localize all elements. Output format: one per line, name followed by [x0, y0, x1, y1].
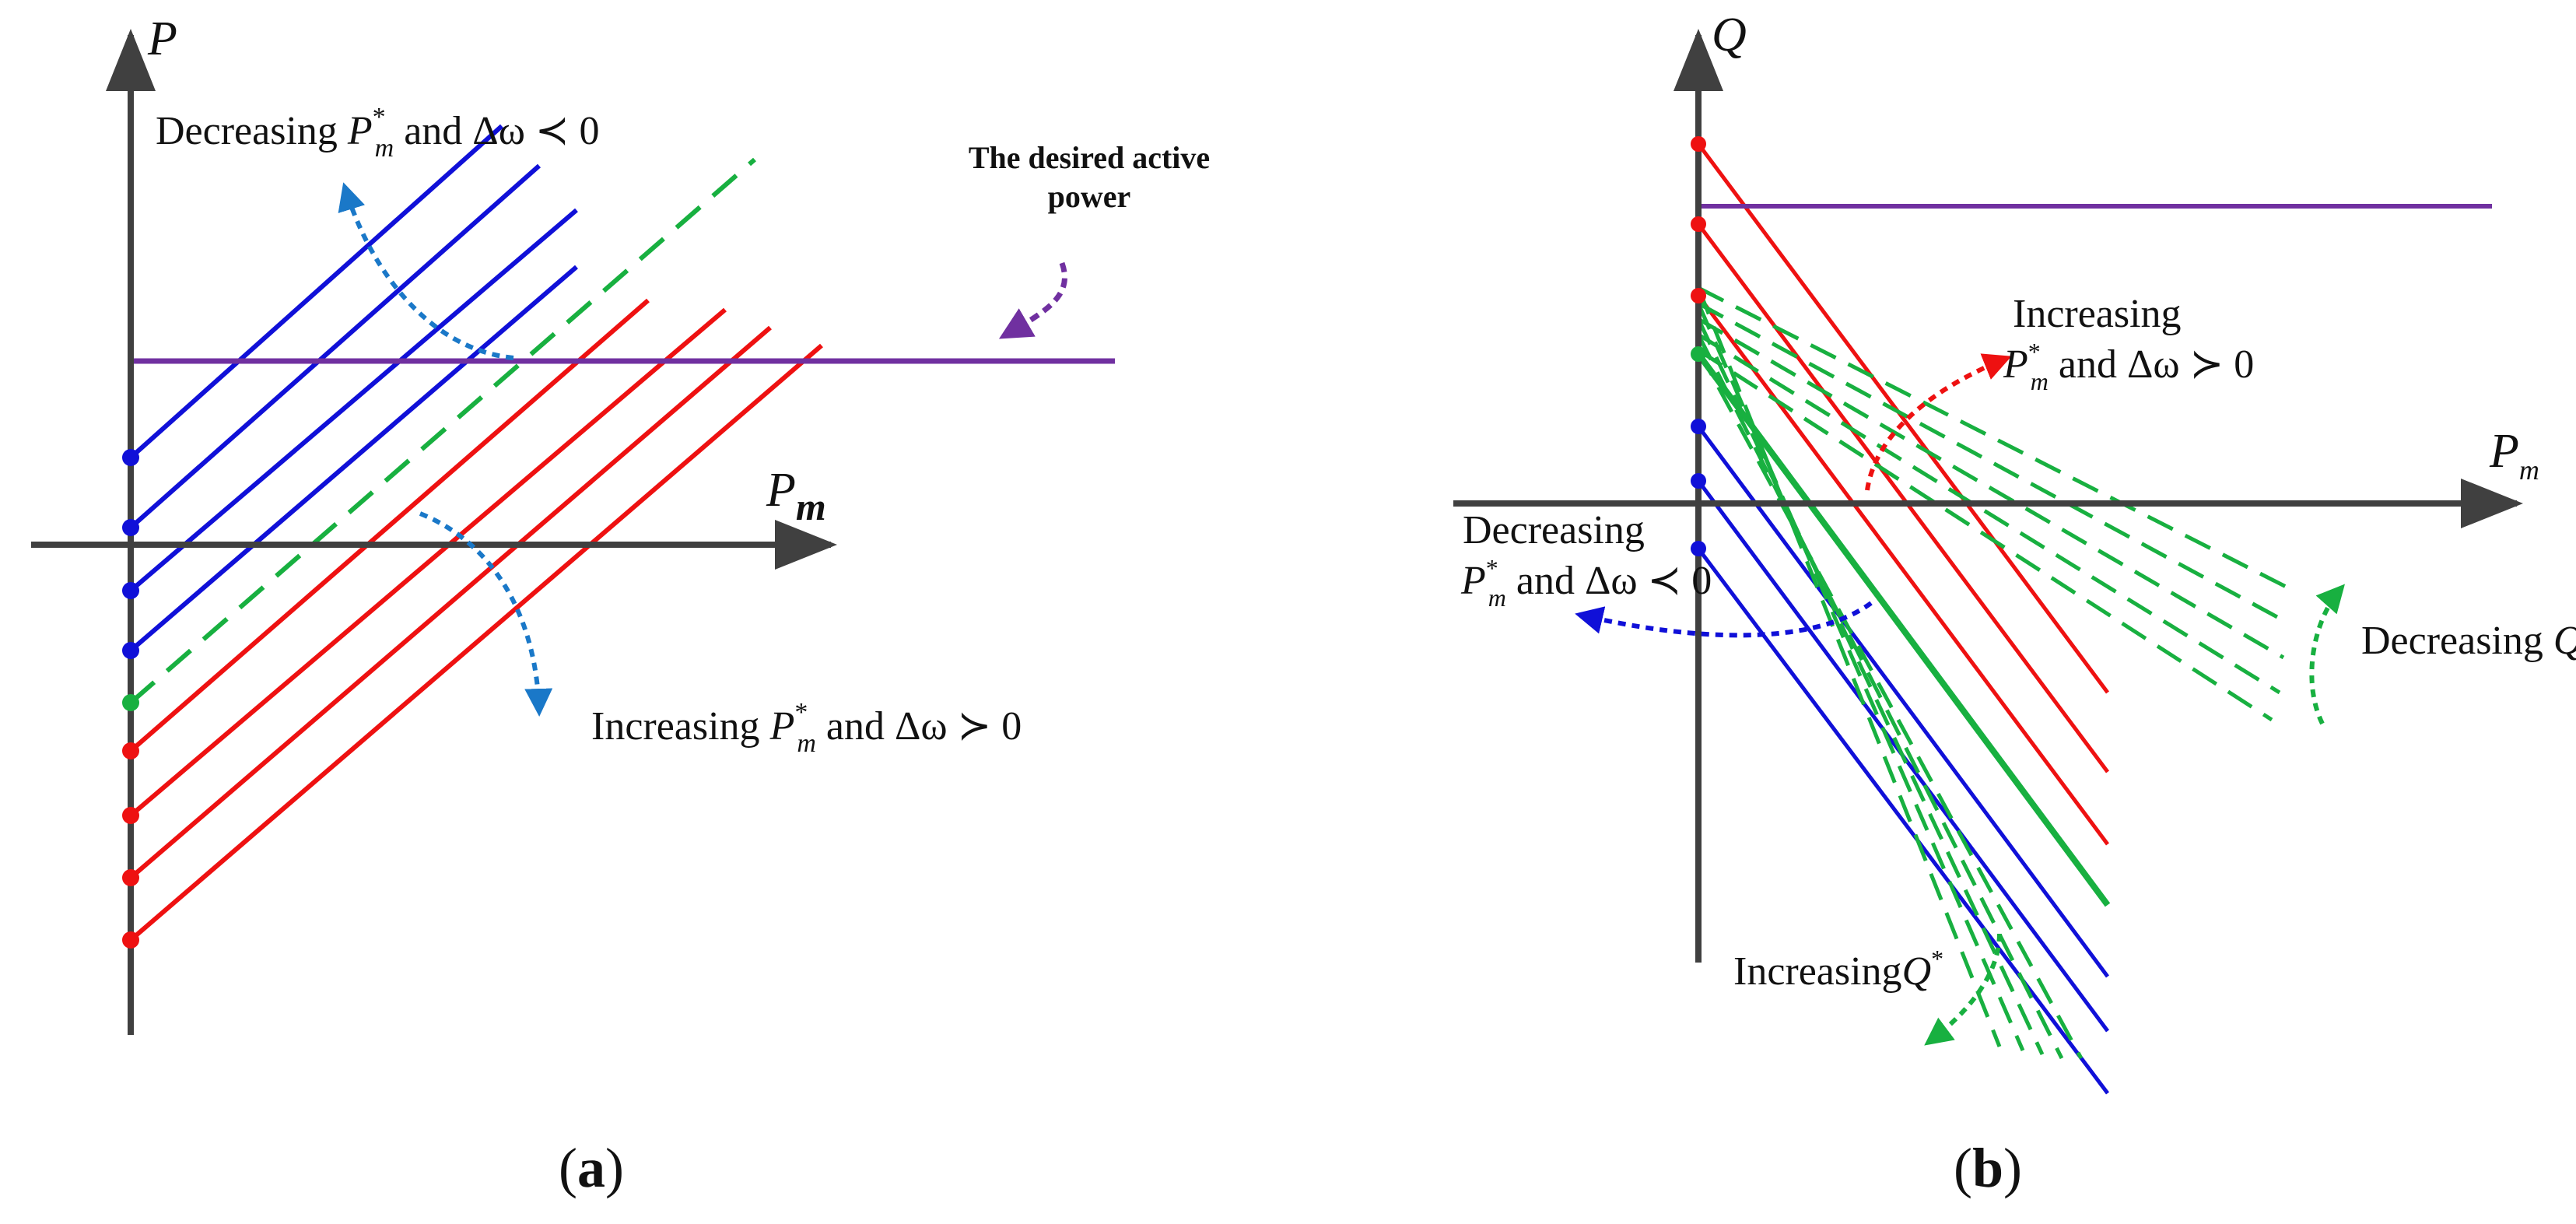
panel-b-increasing-annotation-line2: P*m and Δω ≻ 0: [2003, 338, 2254, 395]
panel-b-caption: (b): [1954, 1137, 2022, 1199]
panel-b-decreasing-annotation-line1: Decreasing: [1463, 508, 1645, 552]
panel-a-blue-dot: [122, 582, 139, 599]
panel-b-increasing-q-arrow: [1924, 933, 2002, 1046]
panel-a-red-line-3: [129, 325, 772, 880]
panel-a-intercept-markers: [122, 449, 139, 949]
panel-b-red-line-2: [1696, 223, 2110, 773]
panel-b-decreasing-q-arrow: [2309, 584, 2345, 725]
panel-a-blue-line-1: [129, 124, 503, 460]
panel-b-y-axis-label: Q: [1712, 9, 1747, 61]
panel-a-decreasing-annotation: Decreasing P*m and Δω ≺ 0: [156, 103, 600, 163]
panel-a-increasing-arrow: [419, 511, 553, 717]
panel-b-decreasing-arrow: [1575, 601, 1873, 638]
panel-b-green-dashed-fan: [1696, 286, 2297, 1060]
panel-a-blue-dot: [122, 642, 139, 659]
panel-b-red-dot: [1691, 216, 1706, 232]
panel-a-decreasing-arrow: [338, 182, 514, 360]
panel-a-increasing-annotation: Increasing P*m and Δω ≻ 0: [591, 698, 1022, 758]
panel-b-droop-lines: [1695, 142, 2111, 1095]
panel-b-blue-dot: [1691, 419, 1706, 434]
panel-a-blue-dot: [122, 519, 139, 536]
panel-b-increasing-q-annotation: IncreasingQ*: [1733, 945, 1943, 994]
panel-a-green-dashed-line: [129, 157, 756, 705]
panel-a-x-axis-label: Pm: [766, 464, 826, 528]
panel-b: Q Pm Increasing P*m and Δω ≻ 0 Decreasin…: [1453, 9, 2576, 1199]
panel-b-increasing-annotation-line1: Increasing: [2013, 292, 2182, 336]
panel-b-blue-dot: [1691, 541, 1706, 556]
panel-a-red-dot: [122, 869, 139, 886]
panel-b-green-dot: [1691, 346, 1706, 362]
panel-a-blue-line-2: [129, 163, 541, 530]
panel-a-blue-line-3: [129, 208, 578, 593]
panel-b-blue-dot: [1691, 473, 1706, 489]
panel-a-caption: (a): [559, 1137, 624, 1199]
panel-a-red-line-2: [129, 307, 727, 818]
panel-a-red-dot: [122, 807, 139, 824]
panel-b-red-line-1: [1696, 142, 2110, 694]
panel-a-desired-power-label-line2: power: [1048, 179, 1131, 214]
panel-a-red-line-4: [129, 343, 823, 942]
panel-b-red-dot: [1691, 136, 1706, 152]
panel-b-blue-line-1: [1696, 425, 2110, 978]
panel-a-y-axis-label: P: [147, 12, 177, 65]
panel-a-blue-dot: [122, 449, 139, 466]
panel-b-x-axis-label: Pm: [2489, 425, 2539, 486]
panel-a: P Pm Decreasing P*m and Δω ≺ 0 Increasin…: [31, 12, 1210, 1199]
panel-a-green-dot: [122, 694, 139, 711]
panel-a-red-dot: [122, 742, 139, 759]
panel-a-desired-power-label-line1: The desired active: [969, 140, 1210, 175]
panel-b-decreasing-q-annotation: Decreasing Q*: [2361, 614, 2576, 663]
panel-a-blue-line-4: [129, 265, 578, 653]
panel-b-intercept-markers: [1691, 136, 1706, 556]
panel-b-increasing-arrow: [1865, 353, 2012, 491]
panel-b-red-dot: [1691, 288, 1706, 303]
panel-b-red-line-3: [1696, 294, 2110, 846]
panel-b-decreasing-annotation-line2: P*m and Δω ≺ 0: [1460, 554, 1712, 612]
panel-a-droop-lines: [129, 124, 823, 942]
panel-b-blue-line-3: [1697, 547, 2109, 1095]
panel-a-desired-power-arrow: [998, 261, 1067, 339]
panel-b-green-solid-line: [1695, 352, 2111, 907]
panel-a-red-line-1: [129, 298, 650, 753]
panel-a-red-dot: [122, 931, 139, 949]
